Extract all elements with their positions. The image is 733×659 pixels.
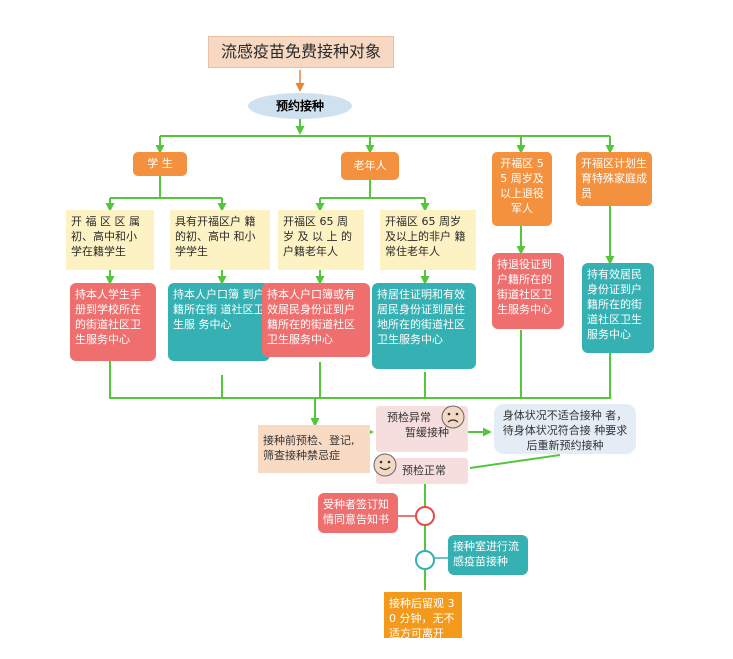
sad-face-icon: [441, 405, 465, 429]
category-elderly: 老年人: [341, 152, 399, 180]
subgroup-student-household: 具有开福区户 籍的初、高中 和小学学生: [170, 210, 270, 270]
page-title: 流感疫苗免费接种对象: [208, 36, 394, 68]
abnormal-line-2: 暂缓接种: [405, 426, 449, 439]
action-veteran: 持退役证到 户籍所在的 街道社区卫 生服务中心: [492, 253, 564, 329]
appointment-node: 预约接种: [248, 93, 352, 119]
vaccinate-node: [415, 550, 435, 570]
pre-check-box: 接种前预检、登记, 筛查接种禁忌症: [258, 425, 370, 473]
action-family-planning: 持有效居民 身份证到户 籍所在的街 道社区卫生 服务中心: [582, 263, 654, 353]
category-family-planning: 开福区计划生育特殊家庭成员: [576, 152, 652, 206]
abnormal-line-1: 预检异常: [387, 411, 431, 424]
subgroup-elderly-local: 开福区 65 周 岁 及 以 上 的 户籍老年人: [278, 210, 364, 270]
note-to-normal: [469, 454, 561, 469]
subgroup-student-local: 开 福 区 区 属 初、高中和小 学在籍学生: [66, 210, 154, 270]
subgroup-elderly-resident: 开福区 65 周岁 及以上的非户 籍常住老年人: [380, 210, 476, 270]
category-veteran: 开福区 55 周岁及以上退役军人: [492, 152, 552, 226]
consent-box: 受种者签订知 情同意告知书: [318, 493, 398, 533]
happy-face-icon: [373, 453, 397, 477]
category-student: 学 生: [133, 152, 187, 176]
action-elderly-resident: 持居住证明和有效 居民身份证到居住 地所在的街道社区 卫生服务中心: [372, 283, 476, 369]
abnormal-note: 身体状况不适合接种 者，待身体状况符合接 种要求后重新预约接种: [494, 404, 636, 454]
vaccinate-box: 接种室进行流 感疫苗接种: [448, 535, 528, 575]
action-student-household: 持本人户口簿 到户籍所在街 道社区卫生服 务中心: [168, 283, 270, 361]
observe-box: 接种后留观 30 分钟，无不 适方可离开: [384, 592, 462, 640]
action-student-local: 持本人学生手 册到学校所在 的街道社区卫 生服务中心: [70, 283, 156, 361]
action-elderly-local: 持本人户口簿或有 效居民身份证到户 籍所在的街道社区 卫生服务中心: [262, 283, 370, 357]
consent-node: [415, 506, 435, 526]
collector-line: [109, 350, 611, 399]
